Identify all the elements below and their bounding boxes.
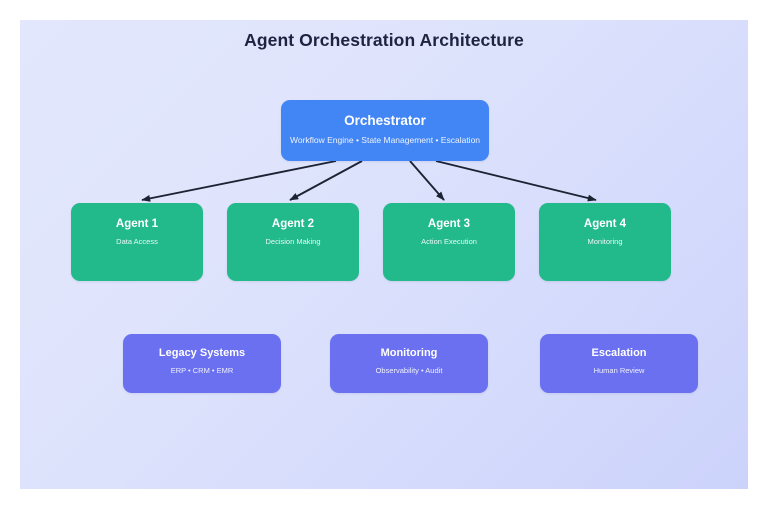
node-orchestrator[interactable]: Orchestrator Workflow Engine • State Man… bbox=[281, 100, 489, 161]
node-escalation[interactable]: Escalation Human Review bbox=[540, 334, 698, 393]
node-monitoring-subtitle: Observability • Audit bbox=[375, 365, 443, 375]
page-title: Agent Orchestration Architecture bbox=[244, 30, 524, 50]
node-legacy-systems-subtitle: ERP • CRM • EMR bbox=[170, 365, 234, 375]
node-legacy-systems-title: Legacy Systems bbox=[158, 347, 246, 359]
node-agent-4-title: Agent 4 bbox=[583, 218, 627, 230]
edge-orchestrator-agent-1 bbox=[141, 160, 337, 202]
node-agent-3-subtitle: Action Execution bbox=[421, 237, 477, 247]
node-escalation-title: Escalation bbox=[591, 347, 647, 359]
node-agent-2-subtitle: Decision Making bbox=[265, 237, 321, 247]
node-monitoring-title: Monitoring bbox=[380, 347, 438, 359]
node-legacy-systems[interactable]: Legacy Systems ERP • CRM • EMR bbox=[123, 334, 281, 393]
node-agent-3[interactable]: Agent 3 Action Execution bbox=[383, 203, 515, 281]
node-escalation-subtitle: Human Review bbox=[593, 365, 645, 375]
node-agent-2[interactable]: Agent 2 Decision Making bbox=[227, 203, 359, 281]
node-monitoring[interactable]: Monitoring Observability • Audit bbox=[330, 334, 488, 393]
edge-orchestrator-agent-2 bbox=[289, 160, 363, 201]
node-agent-4-subtitle: Monitoring bbox=[587, 237, 623, 247]
node-agent-2-title: Agent 2 bbox=[271, 218, 315, 230]
diagram-canvas: Agent Orchestration Architecture Orchest… bbox=[20, 20, 748, 489]
node-agent-1[interactable]: Agent 1 Data Access bbox=[71, 203, 203, 281]
node-orchestrator-subtitle: Workflow Engine • State Management • Esc… bbox=[289, 134, 481, 145]
edge-orchestrator-agent-4 bbox=[435, 160, 597, 202]
edge-orchestrator-agent-3 bbox=[409, 160, 445, 201]
node-agent-3-title: Agent 3 bbox=[427, 218, 471, 230]
node-agent-4[interactable]: Agent 4 Monitoring bbox=[539, 203, 671, 281]
node-agent-1-title: Agent 1 bbox=[115, 218, 159, 230]
node-orchestrator-title: Orchestrator bbox=[344, 113, 426, 128]
node-agent-1-subtitle: Data Access bbox=[116, 237, 158, 247]
